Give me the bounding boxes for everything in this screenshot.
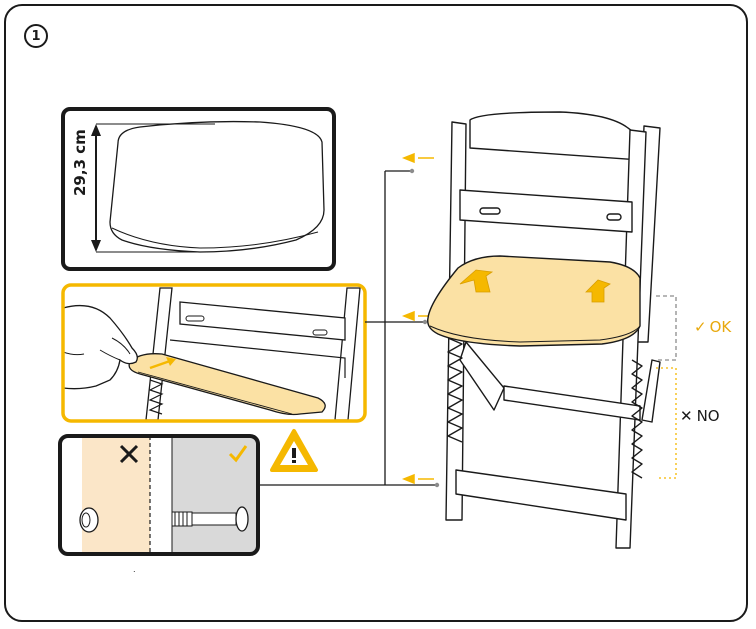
panel-screw-detail (58, 434, 260, 556)
left-arrow-icon (401, 473, 434, 485)
side-teeth (148, 379, 164, 415)
rail-slot (479, 207, 501, 215)
bolt-head (235, 506, 249, 532)
up-arrow-icon (585, 279, 611, 303)
high-chair (445, 111, 661, 549)
connector-dot (409, 168, 415, 174)
connector-dot (422, 319, 428, 325)
seat-outline (109, 120, 325, 253)
seat-plate-installed (427, 255, 641, 347)
cross-icon: ✕ (680, 407, 693, 425)
lower-rail (503, 385, 641, 421)
connector-dot (434, 482, 440, 488)
foot-rail (455, 469, 627, 521)
dimension-arrow-up (91, 124, 101, 136)
correct-side-panel (172, 436, 258, 554)
check-icon: ✓ (694, 318, 707, 336)
no-label: ✕NO (680, 407, 720, 425)
rail-slot (185, 315, 205, 322)
rail-slot (606, 213, 622, 221)
back-rail (179, 301, 346, 341)
top-back-rail (469, 111, 643, 161)
panel-insert-seat (61, 283, 367, 423)
no-text: NO (696, 407, 720, 425)
no-bracket (656, 367, 677, 479)
connector-lines (258, 170, 437, 486)
svg-text:.: . (133, 565, 136, 574)
step-number: 1 (31, 28, 41, 44)
up-arrow-icon (459, 269, 494, 293)
cross-icon (119, 444, 139, 464)
check-icon (228, 445, 248, 463)
step-number-badge: 1 (24, 24, 48, 48)
bolt-shaft (191, 512, 237, 526)
wrong-side-panel (82, 436, 150, 554)
diagram-frame (4, 4, 748, 622)
warning-icon (270, 429, 318, 472)
ok-label: ✓OK (694, 318, 731, 336)
insert-arrow (149, 359, 171, 370)
seat-edge (111, 227, 319, 249)
dimension-arrow-down (91, 240, 101, 252)
ok-bracket (656, 295, 677, 361)
seat-depth-label: 29,3 cm (71, 129, 89, 196)
mid-back-rail (459, 189, 633, 233)
left-arrow-icon (401, 152, 434, 164)
hand (63, 304, 138, 390)
ok-text: OK (709, 318, 732, 336)
rail-slot (312, 329, 328, 336)
seat-plate (128, 353, 326, 416)
panel-seat-dimension (61, 107, 336, 271)
